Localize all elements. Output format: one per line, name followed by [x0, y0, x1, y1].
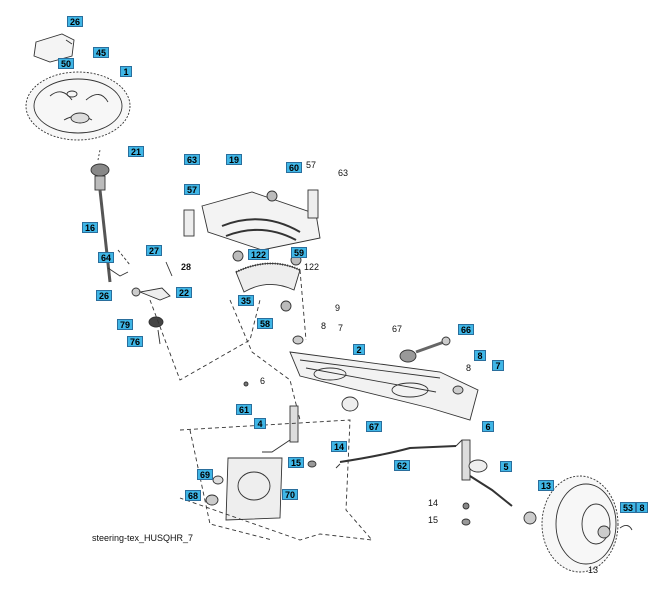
- callout-63-left[interactable]: 63: [184, 154, 201, 165]
- callout-67-top[interactable]: 67: [392, 324, 403, 334]
- front-axle-drawing: [289, 335, 479, 421]
- callout-8-right[interactable]: 8: [474, 350, 486, 361]
- callout-5[interactable]: 5: [500, 461, 512, 472]
- callout-26-top[interactable]: 26: [67, 16, 84, 27]
- callout-122-right[interactable]: 122: [304, 262, 320, 272]
- callout-15-top[interactable]: 15: [288, 457, 305, 468]
- steering-wheel-drawing: [25, 71, 131, 141]
- diagram-caption: steering-tex_HUSQHR_7: [92, 533, 194, 543]
- callout-58[interactable]: 58: [257, 318, 274, 329]
- callout-8-right-b[interactable]: 8: [466, 363, 472, 373]
- callout-122-left[interactable]: 122: [248, 249, 270, 260]
- callout-16[interactable]: 16: [82, 222, 99, 233]
- callout-7-left[interactable]: 7: [338, 323, 344, 333]
- steering-plate-drawing: [183, 189, 321, 251]
- callout-7-right[interactable]: 7: [492, 360, 504, 371]
- callout-67-bottom[interactable]: 67: [366, 421, 383, 432]
- callout-70[interactable]: 70: [282, 489, 299, 500]
- callout-57-left[interactable]: 57: [184, 184, 201, 195]
- steering-shaft-drawing: [90, 149, 112, 283]
- spindle-left-drawing: [243, 381, 317, 468]
- callout-6-right[interactable]: 6: [482, 421, 494, 432]
- callout-63-right[interactable]: 63: [338, 168, 349, 178]
- callout-68[interactable]: 68: [185, 490, 202, 501]
- callout-61[interactable]: 61: [236, 404, 253, 415]
- callout-79[interactable]: 79: [117, 319, 134, 330]
- callout-8-far-right[interactable]: 8: [636, 502, 648, 513]
- callout-21[interactable]: 21: [128, 146, 145, 157]
- steering-cover-drawing: [33, 33, 75, 63]
- callout-59[interactable]: 59: [291, 247, 308, 258]
- callout-8-upper[interactable]: 8: [321, 321, 327, 331]
- callout-50[interactable]: 50: [58, 58, 75, 69]
- callout-6-left[interactable]: 6: [260, 376, 266, 386]
- pivot-bolt-drawing: [341, 336, 451, 412]
- callout-4[interactable]: 4: [254, 418, 266, 429]
- callout-66[interactable]: 66: [458, 324, 475, 335]
- callout-15-bottom[interactable]: 15: [428, 515, 439, 525]
- callout-76[interactable]: 76: [127, 336, 144, 347]
- callout-69[interactable]: 69: [197, 469, 214, 480]
- callout-2[interactable]: 2: [353, 344, 365, 355]
- callout-57-right[interactable]: 57: [306, 160, 317, 170]
- callout-28[interactable]: 28: [181, 262, 192, 272]
- column-parts-drawing: [107, 261, 173, 345]
- callout-14-bottom[interactable]: 14: [428, 498, 439, 508]
- callout-27[interactable]: 27: [146, 245, 163, 256]
- callout-13[interactable]: 13: [538, 480, 555, 491]
- callout-45[interactable]: 45: [93, 47, 110, 58]
- callout-1[interactable]: 1: [120, 66, 132, 77]
- callout-26-lower[interactable]: 26: [96, 290, 113, 301]
- callout-53[interactable]: 53: [620, 502, 637, 513]
- callout-35[interactable]: 35: [238, 295, 255, 306]
- drag-link-drawing: [335, 439, 463, 469]
- axle-support-bracket-drawing: [205, 457, 283, 521]
- callout-60[interactable]: 60: [286, 162, 303, 173]
- callout-62[interactable]: 62: [394, 460, 411, 471]
- callout-64[interactable]: 64: [98, 252, 115, 263]
- callout-13-bottom[interactable]: 13: [588, 565, 599, 575]
- callout-19[interactable]: 19: [226, 154, 243, 165]
- callout-9[interactable]: 9: [335, 303, 341, 313]
- callout-22[interactable]: 22: [176, 287, 193, 298]
- callout-14-top[interactable]: 14: [331, 441, 348, 452]
- spindle-right-drawing: [461, 439, 513, 526]
- front-wheel-drawing: [523, 475, 633, 573]
- sector-gear-drawing: [232, 250, 302, 312]
